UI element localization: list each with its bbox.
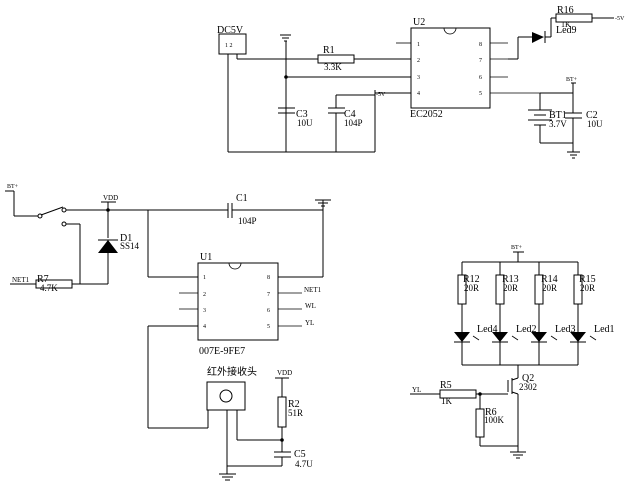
charger-section: DC5V 1 2 R1 3.3K C3 10U C4 104P (217, 5, 625, 159)
d1-diode (98, 240, 118, 253)
d1-part: SS14 (120, 241, 140, 251)
q2-ref: Q2 (522, 373, 534, 384)
led9-diode (532, 32, 544, 43)
led1-ref: Led1 (594, 324, 615, 335)
led2-diode (492, 332, 508, 342)
bt-plus-label-left: BT+ (7, 184, 19, 190)
u1-part: 007E-9FE7 (199, 346, 245, 357)
u1-pin-1: 1 (203, 275, 206, 281)
u1-ic (197, 262, 279, 341)
dc-jack-pins: 1 2 (225, 43, 233, 49)
led3-diode (531, 332, 547, 342)
net1-label: NET1 (12, 276, 30, 284)
c1-ref: C1 (236, 193, 248, 204)
bt1-ref: BT1 (549, 110, 567, 121)
u1-pin-6: 6 (267, 308, 270, 314)
c5-ref: C5 (294, 449, 306, 460)
bt-plus-label-led: BT+ (511, 245, 523, 251)
u2-pin-3: 3 (417, 75, 420, 81)
yl-label-u1: YL (305, 319, 314, 327)
r14-ref: R14 (541, 274, 558, 285)
dc-jack-ref: DC5V (217, 25, 244, 36)
c2-value: 10U (587, 119, 603, 129)
led4-ref: Led4 (477, 324, 498, 335)
bt1-value: 3.7V (549, 119, 567, 129)
wl-label: WL (305, 302, 316, 310)
bt-plus-label-top: BT+ (566, 77, 578, 83)
r12-ref: R12 (463, 274, 480, 285)
r15-ref: R15 (579, 274, 596, 285)
r6-value: 100K (484, 415, 505, 425)
r16-value: 1K (561, 20, 571, 29)
c5-value: 4.7U (295, 459, 313, 469)
c2-ref: C2 (586, 110, 598, 121)
controller-section: BT+ VDD D1 SS14 NET1 R7 4.7K (5, 184, 331, 481)
led-section: BT+ R12 20R R13 20R R14 20R R15 20R (410, 245, 615, 459)
c4-value: 104P (344, 118, 363, 128)
r2-ref: R2 (288, 399, 300, 410)
r7-ref: R7 (37, 274, 49, 285)
r1-ref: R1 (323, 45, 335, 56)
r14-value: 20R (542, 283, 557, 293)
u2-pin-4: 4 (417, 91, 420, 97)
r5-value: 1K (441, 396, 453, 406)
ground-symbol-led (510, 451, 526, 459)
u1-pin-7: 7 (267, 292, 270, 298)
u2-ref: U2 (413, 17, 425, 28)
u2-pin-8: 8 (479, 42, 482, 48)
u1-ref: U1 (200, 252, 212, 263)
r7-value: 4.7K (40, 283, 58, 293)
u2-ic (410, 27, 491, 109)
minus5v-label: -5V (376, 92, 386, 98)
u1-pin-8: 8 (267, 275, 270, 281)
ir-receiver-lens (219, 389, 233, 403)
ground-symbol (280, 34, 291, 42)
r6-ref: R6 (485, 407, 497, 418)
u1-pin-3: 3 (203, 308, 206, 314)
r5-ref: R5 (440, 380, 452, 391)
ir-receiver (206, 381, 246, 411)
ir-receiver-label: 红外接收头 (207, 365, 257, 378)
u2-pin-2: 2 (417, 58, 420, 64)
d1-ref: D1 (120, 233, 132, 244)
led1-diode (570, 332, 586, 342)
net1-u1-label: NET1 (304, 286, 322, 294)
u2-pin-7: 7 (479, 58, 482, 64)
r1-value: 3.3K (324, 62, 342, 72)
dc-jack (218, 33, 247, 55)
vdd-label-top: VDD (103, 194, 118, 202)
r13-ref: R13 (502, 274, 519, 285)
r6-resistor (475, 408, 485, 438)
minus5v-top-label: -5V (615, 16, 625, 22)
q2-part: 2302 (519, 382, 537, 392)
u2-pin-5: 5 (479, 91, 482, 97)
led3-ref: Led3 (555, 324, 576, 335)
c3-value: 10U (297, 118, 313, 128)
c1-value: 104P (238, 216, 257, 226)
led4-diode (454, 332, 470, 342)
ground-symbol-ir (219, 473, 236, 481)
ground-symbol-bt (567, 151, 580, 159)
vdd-label-r2: VDD (277, 369, 292, 377)
u1-pin-5: 5 (267, 324, 270, 330)
r16-ref: R16 (557, 5, 574, 16)
r15-value: 20R (580, 283, 595, 293)
u1-pin-4: 4 (203, 324, 206, 330)
u2-pin-6: 6 (479, 75, 482, 81)
r12-value: 20R (464, 283, 479, 293)
c3-ref: C3 (296, 109, 308, 120)
u2-pin-1: 1 (417, 42, 420, 48)
u2-part: EC2052 (410, 109, 443, 120)
r2-value: 51R (288, 408, 303, 418)
c4-ref: C4 (344, 109, 356, 120)
u1-pin-2: 2 (203, 292, 206, 298)
yl-label-led: YL (412, 386, 421, 394)
led2-ref: Led2 (516, 324, 537, 335)
r2-resistor (277, 396, 287, 428)
r13-value: 20R (503, 283, 518, 293)
led9-ref: Led9 (556, 25, 577, 36)
